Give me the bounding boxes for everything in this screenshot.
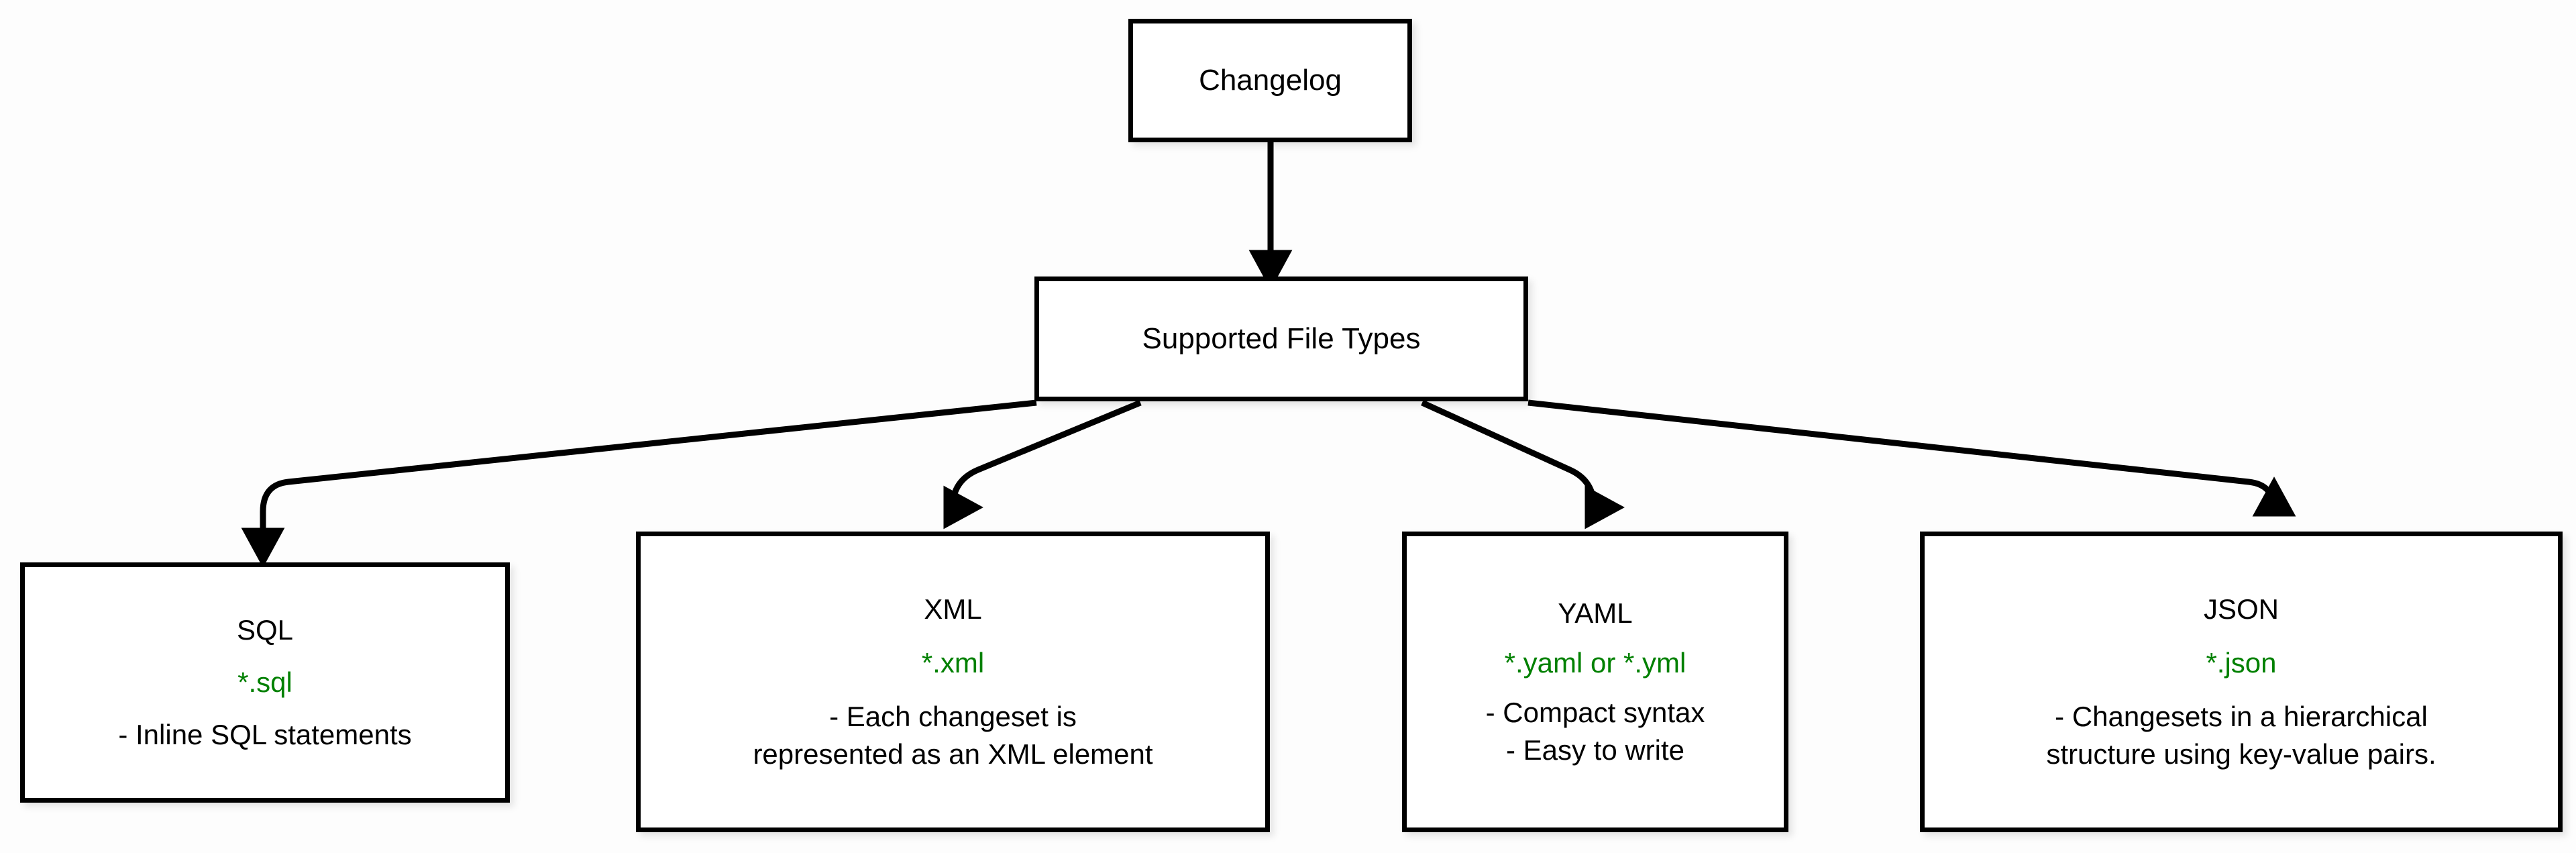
- node-xml-title: XML: [924, 593, 982, 625]
- node-yaml-bullet-0: - Compact syntax: [1485, 697, 1705, 728]
- node-yaml-bullets: - Compact syntax - Easy to write: [1486, 699, 1705, 764]
- node-sql[interactable]: SQL *.sql - Inline SQL statements: [20, 562, 510, 803]
- node-supported-file-types[interactable]: Supported File Types: [1034, 277, 1528, 401]
- node-yaml-bullet-1: - Easy to write: [1505, 734, 1685, 766]
- node-json-bullets: - Changesets in a hierarchical structure…: [2046, 703, 2436, 768]
- node-yaml-title: YAML: [1558, 597, 1633, 629]
- node-xml-bullets: - Each changeset is represented as an XM…: [753, 703, 1152, 768]
- edge-supported-to-yaml: [1421, 399, 1616, 538]
- node-json-title: JSON: [2203, 593, 2279, 625]
- edge-supported-to-json: [1527, 399, 2296, 517]
- node-changelog[interactable]: Changelog: [1128, 19, 1412, 142]
- edge-supported-to-sql: [241, 399, 1037, 568]
- node-json[interactable]: JSON *.json - Changesets in a hierarchic…: [1920, 532, 2563, 832]
- node-yaml-content: YAML *.yaml or *.yml - Compact syntax - …: [1486, 599, 1705, 764]
- node-yaml[interactable]: YAML *.yaml or *.yml - Compact syntax - …: [1402, 532, 1788, 832]
- node-xml-bullet-1: represented as an XML element: [753, 738, 1153, 770]
- node-sql-extensions: *.sql: [237, 666, 292, 698]
- node-json-bullet-0: - Changesets in a hierarchical: [2055, 701, 2428, 732]
- node-sql-bullets: - Inline SQL statements: [118, 721, 411, 749]
- node-json-extensions: *.json: [2206, 647, 2277, 679]
- node-sql-title: SQL: [236, 614, 294, 646]
- node-supported-file-types-label: Supported File Types: [1142, 322, 1421, 355]
- node-json-bullet-1: structure using key-value pairs.: [2046, 738, 2436, 770]
- edge-supported-to-xml: [930, 399, 1142, 538]
- node-xml-content: XML *.xml - Each changeset is represente…: [753, 595, 1152, 768]
- node-sql-content: SQL *.sql - Inline SQL statements: [118, 616, 411, 749]
- node-xml-bullet-0: - Each changeset is: [829, 701, 1077, 732]
- node-yaml-extensions: *.yaml or *.yml: [1504, 647, 1686, 679]
- node-changelog-label: Changelog: [1199, 64, 1342, 97]
- node-xml[interactable]: XML *.xml - Each changeset is represente…: [636, 532, 1270, 832]
- node-sql-bullet-0: - Inline SQL statements: [118, 719, 412, 750]
- node-xml-extensions: *.xml: [921, 647, 985, 679]
- node-json-content: JSON *.json - Changesets in a hierarchic…: [2046, 595, 2436, 768]
